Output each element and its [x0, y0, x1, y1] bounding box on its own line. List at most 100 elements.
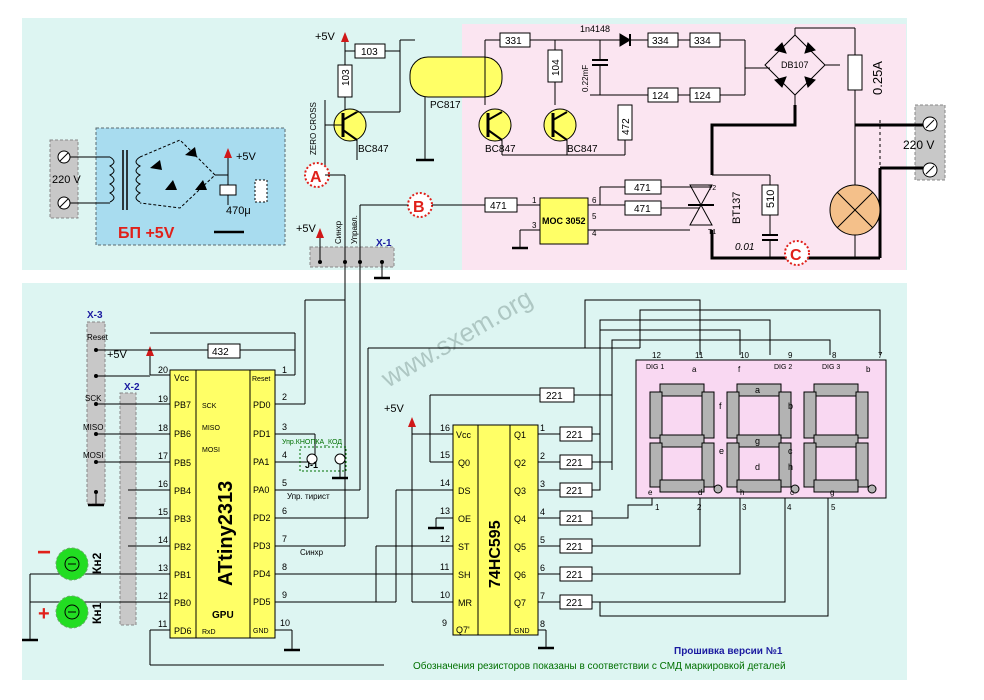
display-bottom-pins: e d h c g 1 2 3 4 5	[648, 488, 836, 512]
svg-text:12: 12	[440, 534, 450, 544]
svg-text:GND: GND	[514, 628, 530, 635]
connector-x3-label: X-3	[87, 310, 103, 321]
svg-text:4: 4	[540, 507, 545, 517]
svg-text:18: 18	[158, 423, 168, 433]
svg-text:8: 8	[282, 562, 287, 572]
mcu-pd3-note: Синхр	[300, 548, 324, 557]
firmware-version: Прошивка версии №1	[674, 646, 783, 657]
vcc-arrow-top	[341, 32, 349, 42]
svg-text:5: 5	[282, 478, 287, 488]
svg-text:8: 8	[832, 351, 837, 360]
triac-terminal: T1	[708, 229, 716, 236]
connector-x2: X-2 SCK MISO MOSI	[83, 382, 140, 626]
sr-left-pins: 16 Vcc 15 Q0 14 DS 13 OE 12 ST 11 SH 10 …	[440, 423, 472, 635]
button-kn1[interactable]: Кн1 +	[38, 595, 104, 629]
moc-pin: 1	[532, 196, 537, 205]
svg-text:PD3: PD3	[253, 541, 271, 551]
resistor-label: 331	[505, 36, 522, 47]
svg-text:6: 6	[540, 563, 545, 573]
svg-text:1: 1	[655, 503, 660, 512]
moc-pin: 5	[592, 212, 597, 221]
svg-text:PD5: PD5	[253, 597, 271, 607]
mcu-pa0-note: Упр. тирист	[287, 492, 330, 501]
mcu-pa1-note: Упр.КНОПКА_КОД	[282, 439, 342, 446]
svg-text:221: 221	[566, 598, 583, 609]
mcu-right-pins: Reset 1 PD0 2 PD1 3 PA1 4 PA0 5 PD2 6 PD…	[252, 365, 290, 635]
segment-resistor-labels: 221 221 221 221 221 221 221	[566, 430, 583, 609]
moc-pin: 3	[532, 221, 537, 230]
svg-text:14: 14	[158, 535, 168, 545]
resistor-label: 124	[652, 91, 669, 102]
mcu-chip	[169, 369, 276, 639]
button-kn2-label: Кн2	[90, 552, 104, 574]
svg-text:PB2: PB2	[174, 542, 191, 552]
resistor-label: 471	[490, 201, 507, 212]
svg-text:9: 9	[788, 351, 793, 360]
shift-register-chip	[452, 424, 539, 636]
jumper-label: J-1	[305, 460, 318, 470]
svg-text:Q3: Q3	[514, 486, 526, 496]
svg-text:MOSI: MOSI	[202, 447, 220, 454]
svg-text:h: h	[740, 488, 744, 497]
svg-text:221: 221	[566, 458, 583, 469]
transistor-label: BC847	[485, 144, 516, 155]
svg-text:d: d	[698, 488, 702, 497]
svg-text:PB0: PB0	[174, 598, 191, 608]
psu-capacitor-value: 470μ	[226, 205, 251, 217]
svg-text:C: C	[790, 247, 802, 264]
svg-text:14: 14	[440, 478, 450, 488]
psu-input-voltage: 220 V	[52, 174, 81, 186]
connector-x3: X-3 Reset	[86, 310, 109, 507]
svg-text:6: 6	[282, 506, 287, 516]
connector-x1-label: X-1	[376, 238, 392, 249]
svg-text:PB1: PB1	[174, 570, 191, 580]
svg-text:11: 11	[158, 619, 167, 629]
digit-3	[803, 383, 877, 494]
svg-text:SH: SH	[458, 570, 471, 580]
svg-text:PB7: PB7	[174, 400, 191, 410]
svg-text:7: 7	[282, 534, 287, 544]
triac-name: BT137	[731, 192, 743, 224]
svg-text:PB4: PB4	[174, 486, 191, 496]
moc-name: MOC 3052	[542, 216, 586, 226]
capacitor-label: 0.22mF	[581, 65, 590, 92]
svg-text:221: 221	[566, 570, 583, 581]
svg-text:16: 16	[440, 423, 450, 433]
svg-text:g: g	[755, 436, 760, 446]
svg-text:e: e	[648, 488, 653, 497]
svg-text:Q4: Q4	[514, 514, 526, 524]
svg-text:7: 7	[540, 591, 545, 601]
svg-text:12: 12	[158, 591, 168, 601]
resistor-label: 103	[341, 69, 352, 86]
test-point-b: B	[407, 192, 433, 218]
svg-text:b: b	[788, 401, 793, 411]
display-top-pins: 12 DIG 1 11 a 10 f 9 DIG 2 8 DIG 3 7 b	[646, 351, 883, 374]
resistor-label: 221	[546, 391, 563, 402]
resistor-label: 334	[652, 36, 669, 47]
svg-text:d: d	[755, 462, 760, 472]
svg-text:Q2: Q2	[514, 458, 526, 468]
svg-text:11: 11	[695, 351, 704, 360]
svg-text:20: 20	[158, 365, 168, 375]
resistor-label: 472	[621, 118, 632, 135]
x2-miso-label: MISO	[83, 423, 103, 432]
svg-text:16: 16	[158, 479, 168, 489]
svg-text:10: 10	[740, 351, 749, 360]
zero-cross-detector	[324, 39, 503, 175]
svg-text:3: 3	[742, 503, 747, 512]
svg-text:a: a	[755, 385, 760, 395]
jumper-j1[interactable]: J-1	[299, 446, 348, 480]
svg-text:5: 5	[540, 535, 545, 545]
snubber-resistor	[761, 184, 779, 216]
resistor-label: 471	[634, 183, 651, 194]
svg-text:Vcc: Vcc	[456, 430, 472, 440]
fuse: 0.25A	[847, 28, 885, 127]
sr-vcc-arrow	[408, 417, 416, 427]
button-kn2[interactable]: Кн2 −	[37, 539, 104, 581]
svg-text:Q5: Q5	[514, 542, 526, 552]
svg-text:PA0: PA0	[253, 485, 269, 495]
svg-text:8: 8	[540, 619, 545, 629]
svg-text:SCK: SCK	[202, 403, 217, 410]
segment-resistors	[559, 426, 593, 610]
